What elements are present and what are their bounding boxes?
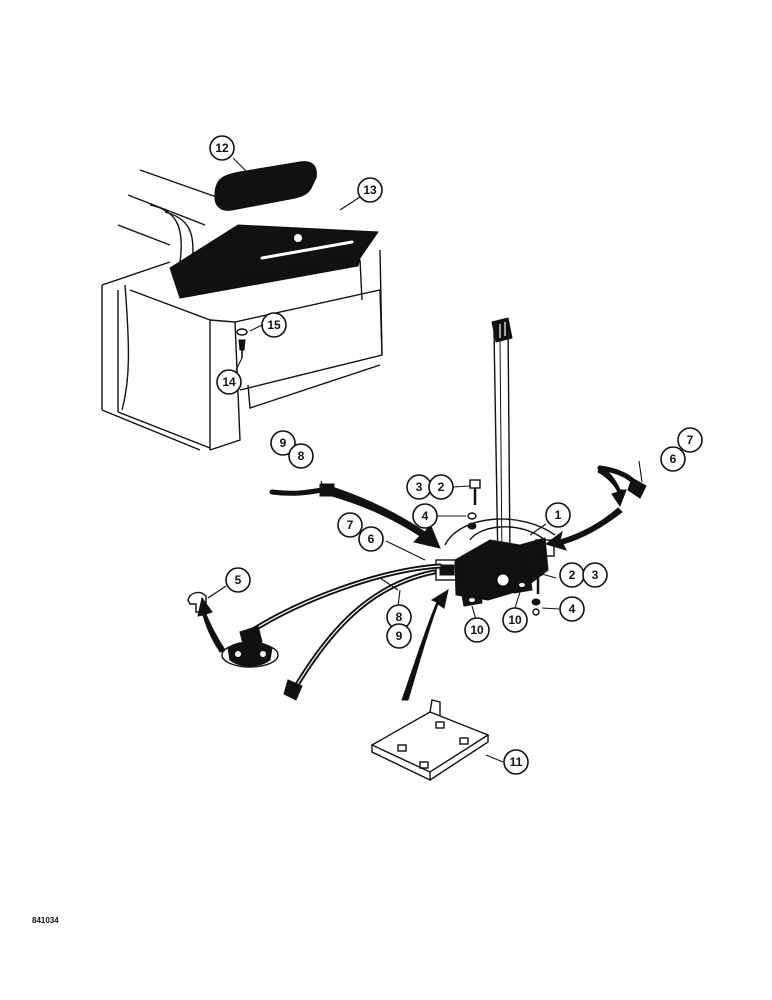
callout-12: 12: [209, 135, 235, 161]
svg-text:14: 14: [222, 375, 236, 389]
callout-10-left: 10: [464, 617, 490, 643]
svg-text:7: 7: [687, 433, 694, 447]
callout-3-upper: 3: [406, 474, 432, 500]
svg-text:6: 6: [670, 452, 677, 466]
svg-text:8: 8: [298, 449, 305, 463]
callout-7-left: 7: [337, 512, 363, 538]
svg-text:10: 10: [508, 613, 522, 627]
callout-9-top: 9: [270, 430, 296, 456]
callout-1: 1: [545, 502, 571, 528]
svg-text:12: 12: [215, 141, 229, 155]
svg-text:8: 8: [396, 610, 403, 624]
callout-4-upper: 4: [412, 503, 438, 529]
callout-6-left: 6: [358, 526, 384, 552]
svg-text:6: 6: [368, 532, 375, 546]
svg-text:4: 4: [422, 509, 429, 523]
callout-11: 11: [503, 749, 529, 775]
svg-text:10: 10: [470, 623, 484, 637]
svg-text:7: 7: [347, 518, 354, 532]
operator-console-housing: [101, 169, 383, 451]
svg-text:2: 2: [438, 480, 445, 494]
svg-text:9: 9: [280, 436, 287, 450]
console-top-plate: [169, 224, 379, 299]
callout-9-lower: 9: [386, 623, 412, 649]
svg-text:4: 4: [569, 602, 576, 616]
arm-rest-pad: [214, 161, 317, 211]
callout-5: 5: [225, 567, 251, 593]
callout-14: 14: [216, 369, 242, 395]
svg-text:13: 13: [363, 183, 377, 197]
lower-mounting-bolt: [531, 567, 543, 616]
svg-text:9: 9: [396, 629, 403, 643]
callout-2-upper: 2: [428, 474, 454, 500]
callout-7-right: 7: [677, 427, 703, 453]
callout-15: 15: [261, 312, 287, 338]
callout-3-lower: 3: [582, 562, 608, 588]
control-valve-assembly: [435, 317, 556, 607]
svg-text:15: 15: [267, 318, 281, 332]
callout-10-right: 10: [502, 607, 528, 633]
svg-text:3: 3: [592, 568, 599, 582]
svg-text:3: 3: [416, 480, 423, 494]
callout-8-top: 8: [288, 443, 314, 469]
leader-lines: [207, 157, 643, 763]
svg-text:2: 2: [569, 568, 576, 582]
hydraulic-hoses: [187, 465, 647, 701]
svg-text:1: 1: [555, 508, 562, 522]
assembly-arrows: [197, 465, 627, 701]
drawing-reference-code: 841034: [32, 916, 59, 925]
upper-mounting-bolt: [467, 479, 481, 530]
lid-screw-and-washer: [236, 328, 248, 358]
callout-4-lower: 4: [559, 596, 585, 622]
mounting-base-plate: [370, 699, 490, 782]
callout-2-lower: 2: [559, 562, 585, 588]
svg-text:11: 11: [510, 755, 523, 769]
callout-6-right: 6: [660, 446, 686, 472]
svg-text:5: 5: [235, 573, 242, 587]
callout-13: 13: [357, 177, 383, 203]
